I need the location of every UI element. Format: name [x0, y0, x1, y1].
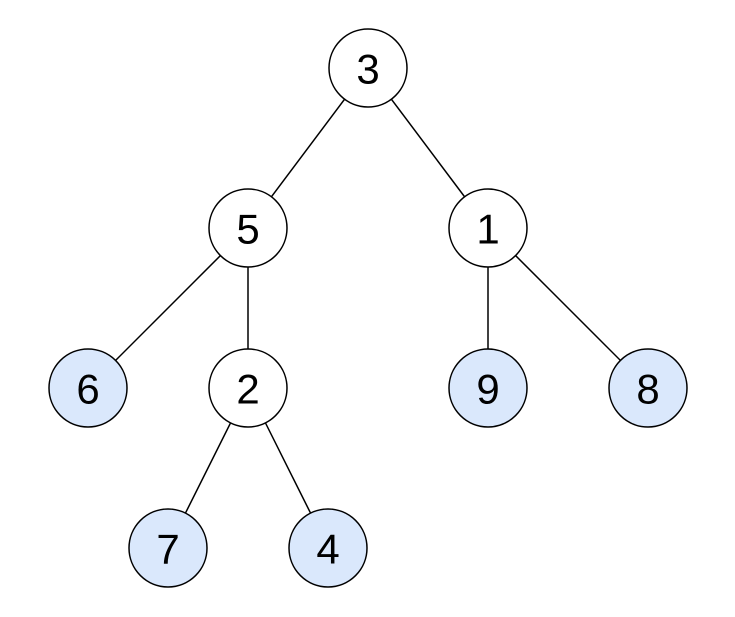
- node-circle: [208, 188, 288, 268]
- tree-leaf-node: 9: [448, 348, 528, 428]
- node-label: 2: [236, 366, 259, 413]
- node-label: 7: [156, 526, 179, 573]
- tree-node: 5: [208, 188, 288, 268]
- node-circle: [288, 508, 368, 588]
- tree-leaf-node: 7: [128, 508, 208, 588]
- node-label: 4: [316, 526, 339, 573]
- tree-leaf-node: 4: [288, 508, 368, 588]
- tree-leaf-node: 6: [48, 348, 128, 428]
- node-circle: [128, 508, 208, 588]
- node-label: 5: [236, 206, 259, 253]
- tree-leaf-node: 8: [608, 348, 688, 428]
- node-circle: [448, 348, 528, 428]
- node-label: 3: [356, 46, 379, 93]
- node-circle: [328, 28, 408, 108]
- node-circle: [208, 348, 288, 428]
- node-label: 6: [76, 366, 99, 413]
- tree-edges: [87, 67, 649, 549]
- tree-node: 2: [208, 348, 288, 428]
- node-label: 8: [636, 366, 659, 413]
- tree-nodes: 3 5 6 2 7 4 1 9 8: [48, 28, 688, 588]
- node-label: 1: [476, 206, 499, 253]
- node-circle: [48, 348, 128, 428]
- node-circle: [448, 188, 528, 268]
- node-label: 9: [476, 366, 499, 413]
- node-circle: [608, 348, 688, 428]
- tree-node: 3: [328, 28, 408, 108]
- tree-node: 1: [448, 188, 528, 268]
